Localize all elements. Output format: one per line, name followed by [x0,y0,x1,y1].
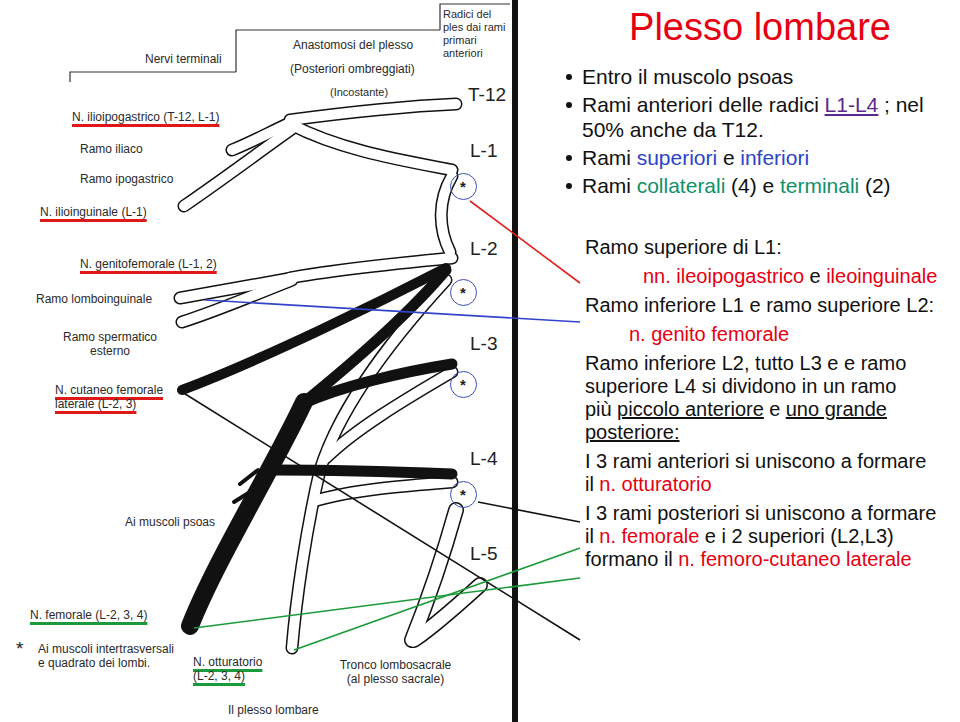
text-fragment: terminali [780,174,859,197]
text-fragment: inferiori [740,146,809,169]
text-fragment: e [810,265,821,287]
footnote-label: Ai muscoli intertrasversali e quadrato d… [38,642,178,670]
bullet-item: Rami anteriori delle radiciL1-L4; nel 50… [566,92,954,142]
text-fragment: (2) [865,174,891,197]
header-label: Radici del ples dai rami primari anterio… [443,8,511,60]
text-fragment: piccolo anteriore [617,398,764,420]
root-label: L-3 [470,333,497,355]
bullet-dot [566,102,572,108]
nerve-label: N. ilioinguinale (L-1) [40,205,147,219]
nerve-label: N. ilioipogastrico (T-12, L-1) [72,110,219,124]
root-label: L-4 [470,448,497,470]
text-fragment: n. otturatorio [599,473,711,495]
slide-title: Plesso lombare [560,4,960,50]
bullet-item: Entro il muscolo psoas [566,64,954,89]
posterior-nerve [182,268,452,626]
root-label: T-12 [468,84,506,106]
leader-lines [182,201,580,650]
bullet-dot [566,183,572,189]
root-label: L-1 [470,140,497,162]
text-fragment: n. femoro-cutaneo laterale [678,548,911,570]
branch-label: Ramo spermatico esterno [60,330,160,358]
root-label: L-2 [470,238,497,260]
header-brackets [70,4,510,82]
nerve-label: N. femorale (L-2, 3, 4) [30,608,147,622]
explanation-text: Ramo superiore di L1: nn. ileoipogastrico… [585,236,955,577]
paragraph: I 3 rami anteriori si uniscono a formare… [585,450,955,496]
branch-label: Ramo iliaco [80,142,143,156]
text-fragment: e [769,398,780,420]
text-fragment: Ramo inferiore L1 e ramo superiore L2: [585,294,934,316]
branch-label: Ramo ipogastrico [80,172,173,186]
bullet-dot [566,74,572,80]
paragraph: Ramo inferiore L2, tutto L3 e e ramo sup… [585,352,955,444]
branch-label: Ai muscoli psoas [125,515,215,529]
bullet-dot [566,155,572,161]
text-fragment: L1-L4 [825,93,879,116]
header-label: (Posteriori ombreggiati) [290,62,415,76]
anterior-nerve [180,104,480,648]
text-fragment: ileoinguinale [826,265,937,287]
asterisk-mark: * [16,638,23,660]
bullet-item: Rami collaterali(4) e terminali (2) [566,173,954,198]
asterisk-mark: * [460,487,466,502]
root-circle: * [450,481,477,508]
paragraph: I 3 rami posteriori si uniscono a formar… [585,502,955,571]
root-label: L-5 [470,543,497,565]
text-fragment: n. genito femorale [629,323,789,345]
paragraph: nn. ileoipogastrico eileoinguinale [585,265,955,288]
root-circle: * [450,371,477,398]
nerve-outline [180,104,480,648]
asterisk-mark: * [460,285,466,300]
text-fragment: Rami anteriori delle radici [582,93,819,116]
header-label: Anastomosi del plesso [293,38,413,52]
note-label: (Incostante) [330,86,388,99]
text-fragment: nn. ileoipogastrico [643,265,804,287]
asterisk-mark: * [460,377,466,392]
text-fragment: e [723,146,735,169]
root-circle: * [450,279,477,306]
text-fragment: (4) e [731,174,774,197]
text-fragment: superiori [637,146,718,169]
trunk-label: Tronco lombosacrale (al plesso sacrale) [333,658,458,686]
branch-label: Ramo lomboinguinale [36,292,152,306]
paragraph: Ramo superiore di L1: [585,236,955,259]
header-label: Nervi terminali [145,52,222,66]
text-fragment: Rami [582,146,631,169]
divider-bar [512,0,518,722]
nerve-label: N. cutaneo femorale laterale (L-2, 3) [55,383,170,411]
text-fragment: Entro il muscolo psoas [582,65,793,88]
text-fragment: Rami [582,174,631,197]
paragraph: Ramo inferiore L1 e ramo superiore L2: [585,294,955,317]
nerve-label: N. otturatorio (L-2, 3, 4) [193,655,273,683]
root-circle: * [450,173,477,200]
bullet-item: Rami superiorieinferiori [566,145,954,170]
figure-caption: Il plesso lombare [228,703,319,717]
nerve-label: N. genitofemorale (L-1, 2) [80,257,217,271]
text-fragment: collaterali [637,174,726,197]
bullet-list: Entro il muscolo psoasRami anteriori del… [566,64,954,201]
paragraph: n. genito femorale [585,323,955,346]
text-fragment: Ramo superiore di L1: [585,236,782,258]
asterisk-mark: * [460,179,466,194]
text-fragment: n. femorale [599,525,699,547]
